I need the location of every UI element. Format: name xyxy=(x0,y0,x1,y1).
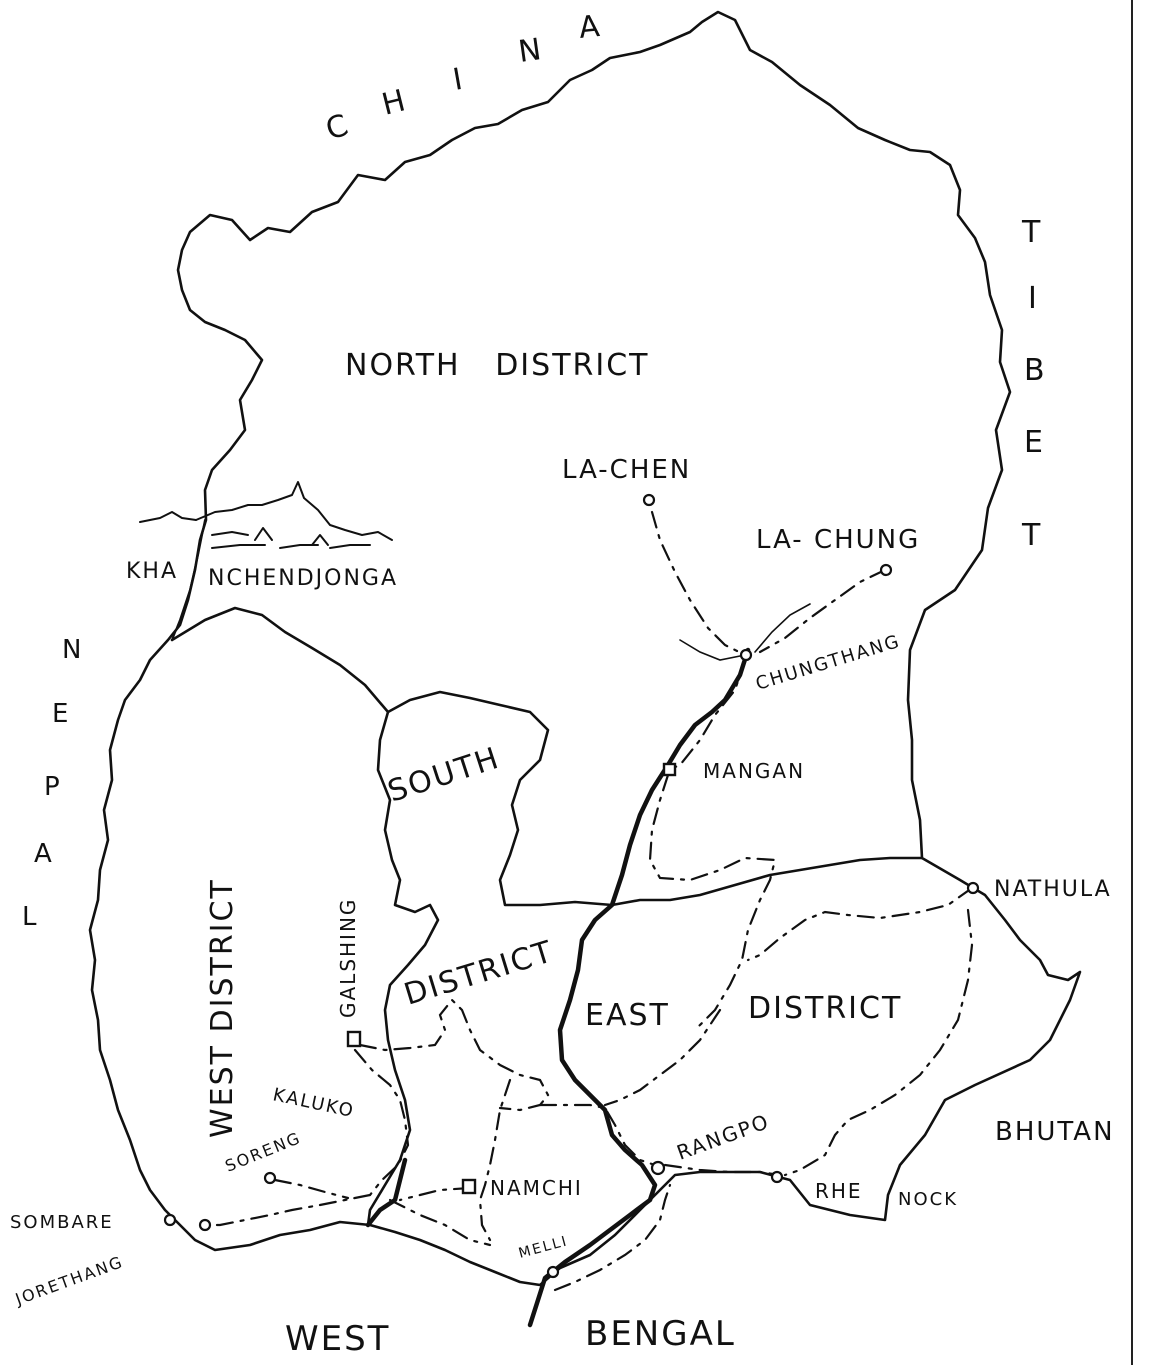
rangpo-label: RANGPO xyxy=(674,1109,773,1165)
rhenock-label-1: RHE xyxy=(815,1179,863,1203)
nepal-letter-2: E xyxy=(52,699,70,729)
lachung-label: LA- CHUNG xyxy=(756,525,920,555)
south-district-north-boundary xyxy=(386,690,614,907)
galshing-marker xyxy=(346,1030,362,1048)
lachen-marker xyxy=(642,493,656,507)
lachung-river xyxy=(754,603,811,653)
bhutan-label: BHUTAN xyxy=(995,1117,1115,1147)
sombare-marker xyxy=(163,1213,177,1227)
china-letter-4: N xyxy=(516,32,545,70)
melli-marker xyxy=(546,1265,560,1279)
bengal-label: BENGAL xyxy=(585,1314,736,1354)
chungthang-label: CHUNGTHANG xyxy=(753,631,903,695)
town-markers xyxy=(163,493,980,1279)
soreng-marker xyxy=(263,1171,277,1185)
west-south-thick-boundary xyxy=(365,1157,408,1228)
feature-labels: KHA NCHENDJONGA xyxy=(126,559,398,591)
state-outer-boundary xyxy=(88,10,1082,1287)
namchi-marker xyxy=(461,1178,477,1195)
country-labels: C H I N A T I B E T N E P A L BHUTAN WES… xyxy=(22,9,1115,1359)
tibet-letter-2: I xyxy=(1028,281,1039,316)
lachung-marker xyxy=(879,563,893,577)
tibet-letter-4: E xyxy=(1024,425,1045,460)
khanchendjonga-label-2: NCHENDJONGA xyxy=(208,566,398,591)
nepal-letter-4: A xyxy=(34,839,54,869)
south-district-label-1: SOUTH xyxy=(384,741,505,810)
district-labels: NORTH DISTRICT WEST DISTRICT SOUTH DISTR… xyxy=(205,348,902,1138)
west-district-label: WEST DISTRICT xyxy=(205,878,240,1138)
east-district-label-2: DISTRICT xyxy=(748,991,902,1026)
rhenock-label-2: NOCK xyxy=(898,1189,958,1210)
khanchendjonga-label-1: KHA xyxy=(126,559,178,584)
galshing-label: GALSHING xyxy=(336,898,360,1018)
mangan-label: MANGAN xyxy=(703,759,805,783)
kaluko-label: KALUKO xyxy=(271,1084,357,1122)
khanchendjonga-mountains xyxy=(139,481,393,641)
roads xyxy=(203,510,974,1292)
chungthang-marker xyxy=(739,648,753,662)
rhenock-marker xyxy=(770,1170,784,1184)
china-letter-2: H xyxy=(378,83,410,123)
tibet-letter-3: B xyxy=(1024,353,1047,388)
melli-label: MELLI xyxy=(517,1233,570,1262)
nathula-label: NATHULA xyxy=(994,877,1112,902)
north-district-label: NORTH DISTRICT xyxy=(345,348,650,383)
west-district-boundary xyxy=(170,606,440,1227)
sombare-label: SOMBARE xyxy=(10,1212,114,1233)
jorethang-marker xyxy=(198,1218,212,1232)
jorethang-label: JORETHANG xyxy=(12,1252,126,1309)
china-letter-1: C xyxy=(322,107,355,147)
lachen-river xyxy=(679,639,746,661)
mangan-marker xyxy=(662,762,677,777)
rangpo-marker xyxy=(650,1160,666,1176)
lachen-label: LA-CHEN xyxy=(562,455,691,485)
nepal-letter-3: P xyxy=(44,772,62,802)
nepal-letter-5: L xyxy=(22,902,39,932)
tibet-letter-1: T xyxy=(1021,215,1042,250)
west-label: WEST xyxy=(285,1319,390,1359)
tibet-letter-5: T xyxy=(1021,518,1042,553)
china-letter-5: A xyxy=(577,9,603,46)
china-letter-3: I xyxy=(450,62,467,98)
nathula-marker xyxy=(966,881,980,895)
namchi-label: NAMCHI xyxy=(490,1176,583,1200)
nepal-letter-1: N xyxy=(62,635,83,665)
east-district-label-1: EAST xyxy=(585,998,670,1033)
north-east-boundary xyxy=(610,856,924,907)
teesta-river-boundary xyxy=(527,647,751,1328)
